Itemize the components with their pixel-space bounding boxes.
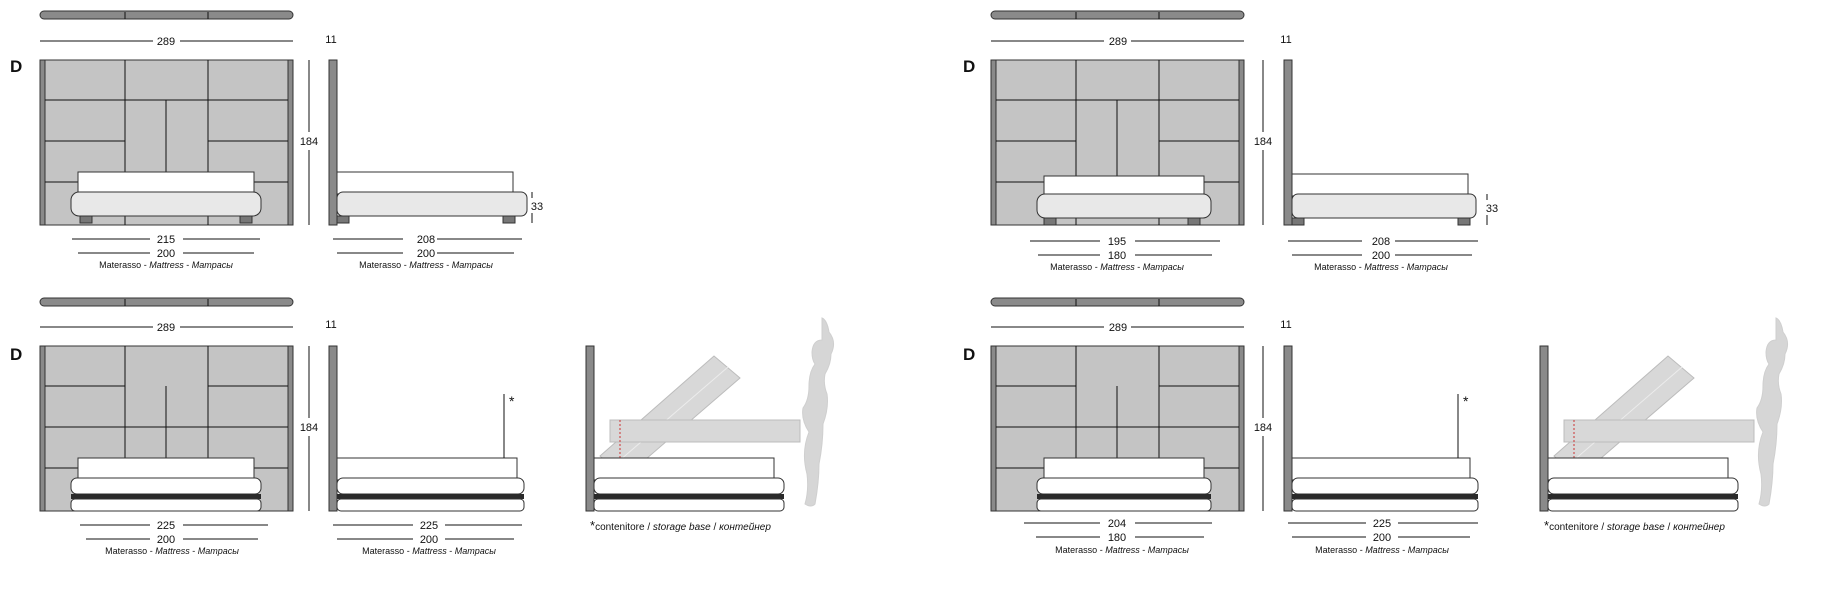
mattress-caption: Materasso - Mattress - Матрасы	[99, 260, 233, 270]
side-mattress-dimension: 200	[337, 534, 514, 546]
depth-label: 11	[1280, 319, 1291, 331]
height-label: 184	[300, 422, 318, 434]
side-view: *	[328, 345, 525, 512]
lifted-storage-frame	[599, 355, 801, 479]
side-outer-dimension: 208	[333, 234, 522, 246]
width-dimension: 289	[991, 322, 1244, 334]
person-silhouette	[802, 317, 835, 507]
height-dimension: 184	[1254, 346, 1272, 511]
front-mattress-width: 200	[157, 534, 175, 546]
side-view: *	[1283, 345, 1479, 512]
width-label: 289	[157, 322, 175, 334]
width-label: 289	[157, 36, 175, 48]
front-view	[39, 59, 294, 226]
side-outer-length: 208	[1372, 236, 1390, 248]
storage-lift-view	[585, 317, 835, 512]
mattress-caption: Materasso - Mattress - Матрасы	[1050, 262, 1184, 272]
front-mattress-dimension: 200	[78, 248, 254, 260]
front-mattress-width: 200	[157, 248, 175, 260]
variant-letter: D	[10, 345, 22, 364]
side-mattress-length: 200	[1372, 250, 1390, 262]
top-view	[39, 10, 294, 20]
side-outer-dimension: 225	[333, 520, 522, 532]
storage-marker: *	[1463, 393, 1469, 409]
side-mattress-length: 200	[420, 534, 438, 546]
variant-letter: D	[963, 345, 975, 364]
height-dimension: 184	[1254, 60, 1272, 225]
front-outer-dimension: 204	[1024, 518, 1212, 530]
storage-note: *contenitore / storage base / контейнер	[1544, 518, 1725, 533]
width-label: 289	[1109, 36, 1127, 48]
front-mattress-width: 180	[1108, 250, 1126, 262]
height-label: 184	[1254, 136, 1272, 148]
side-mattress-dimension: 200	[1292, 532, 1470, 544]
side-mattress-dimension: 200	[337, 248, 514, 260]
front-outer-dimension: 225	[80, 520, 268, 532]
side-mattress-length: 200	[417, 248, 435, 260]
variant-letter: D	[10, 57, 22, 76]
front-outer-dimension: 195	[1030, 236, 1220, 248]
drawing-top-right: 289 11 D 184 195	[963, 10, 1498, 272]
mattress-caption: Materasso - Mattress - Матрасы	[105, 546, 239, 556]
variant-letter: D	[963, 57, 975, 76]
base-height-dimension: 33	[531, 192, 543, 223]
side-view	[328, 59, 528, 226]
base-height-label: 33	[531, 201, 543, 213]
mattress-caption: Materasso - Mattress - Матрасы	[1055, 545, 1189, 555]
front-outer-dimension: 215	[72, 234, 260, 246]
front-outer-width: 204	[1108, 518, 1126, 530]
front-mattress-dimension: 200	[86, 534, 258, 546]
front-outer-width: 195	[1108, 236, 1126, 248]
side-outer-dimension: 225	[1288, 518, 1478, 530]
side-outer-length: 225	[1373, 518, 1391, 530]
storage-lift-view	[1539, 317, 1789, 512]
side-mattress-length: 200	[1373, 532, 1391, 544]
side-outer-length: 225	[420, 520, 438, 532]
front-mattress-dimension: 180	[1036, 532, 1204, 544]
mattress-caption: Materasso - Mattress - Матрасы	[362, 546, 496, 556]
drawing-top-left: 289 11 D 184 215	[10, 10, 543, 270]
side-outer-dimension: 208	[1288, 236, 1478, 248]
width-dimension: 289	[991, 36, 1244, 48]
drawing-bottom-left: 289 11 D 184 225	[10, 297, 835, 556]
person-silhouette	[1756, 317, 1789, 507]
top-view	[39, 297, 294, 307]
height-label: 184	[300, 136, 318, 148]
width-label: 289	[1109, 322, 1127, 334]
mattress-caption: Materasso - Mattress - Матрасы	[1314, 262, 1448, 272]
depth-label: 11	[1280, 34, 1291, 46]
front-mattress-dimension: 180	[1038, 250, 1212, 262]
mattress-caption: Materasso - Mattress - Матрасы	[1315, 545, 1449, 555]
depth-label: 11	[325, 319, 336, 331]
height-label: 184	[1254, 422, 1272, 434]
side-mattress-dimension: 200	[1292, 250, 1472, 262]
base-height-dimension: 33	[1486, 194, 1498, 225]
side-view	[1283, 59, 1477, 226]
front-mattress-width: 180	[1108, 532, 1126, 544]
height-dimension: 184	[300, 346, 318, 511]
top-view	[990, 10, 1245, 20]
lifted-storage-frame	[1553, 355, 1755, 479]
top-view	[990, 297, 1245, 307]
front-view	[990, 345, 1245, 512]
storage-note: *contenitore / storage base / контейнер	[590, 518, 771, 533]
height-dimension: 184	[300, 60, 318, 225]
storage-marker: *	[509, 393, 515, 409]
width-dimension: 289	[40, 36, 293, 48]
front-outer-width: 215	[157, 234, 175, 246]
drawing-bottom-right: 289 11 D 184 204	[963, 297, 1789, 555]
front-view	[990, 59, 1245, 226]
side-outer-length: 208	[417, 234, 435, 246]
width-dimension: 289	[40, 322, 293, 334]
front-outer-width: 225	[157, 520, 175, 532]
mattress-caption: Materasso - Mattress - Матрасы	[359, 260, 493, 270]
base-height-label: 33	[1486, 203, 1498, 215]
depth-label: 11	[325, 34, 336, 46]
front-view	[39, 345, 294, 512]
